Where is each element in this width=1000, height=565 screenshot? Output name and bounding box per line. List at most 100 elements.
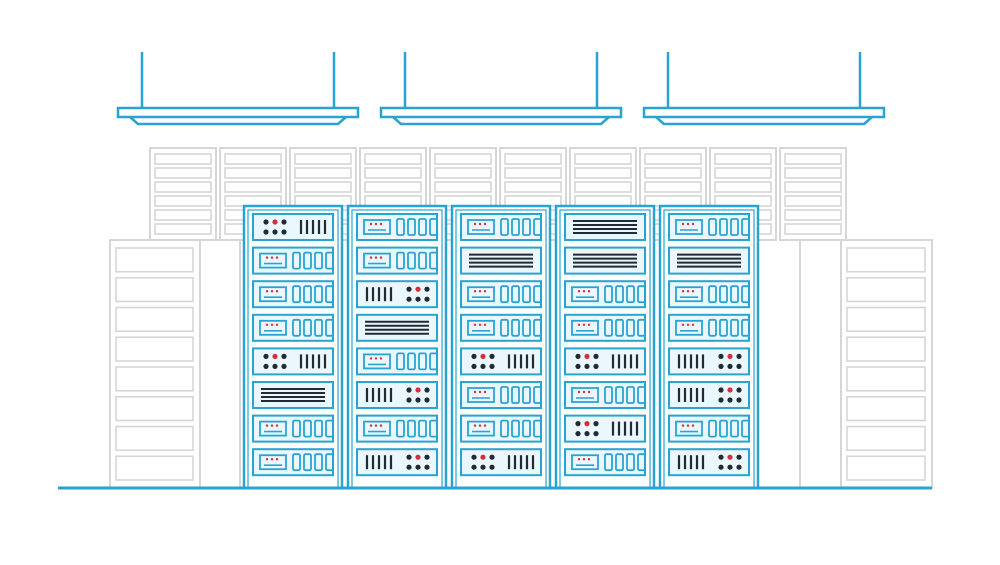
background-rack-unit	[644, 153, 702, 165]
cabinet-unit	[846, 306, 926, 333]
port-led	[727, 387, 733, 393]
status-panel	[467, 286, 495, 303]
server-unit-drives	[668, 280, 750, 309]
server-unit-drives	[668, 414, 750, 443]
server-unit-drives	[460, 414, 542, 443]
drive-bay	[615, 386, 624, 404]
status-panel	[675, 319, 703, 336]
background-rack-unit	[294, 167, 352, 179]
drive-bay	[314, 318, 323, 337]
drive-bay	[303, 251, 312, 270]
server-unit-drives	[356, 213, 438, 241]
port-led	[272, 363, 278, 369]
drive-bay	[604, 285, 613, 304]
port-led	[406, 387, 412, 393]
drive-bay	[533, 386, 542, 404]
server-unit-drives	[252, 313, 334, 342]
status-led	[374, 256, 378, 259]
drive-bay	[615, 318, 624, 337]
status-led	[681, 323, 685, 326]
server-unit-bars	[668, 347, 750, 376]
background-rack-frame	[149, 147, 217, 241]
status-panel	[363, 252, 391, 269]
drive-bay	[719, 419, 728, 438]
port-led	[584, 363, 590, 369]
light-fixture	[379, 106, 623, 119]
port-led	[424, 387, 430, 393]
drive-bay	[626, 386, 635, 404]
port-led	[424, 397, 430, 403]
drive-bay	[429, 251, 438, 270]
status-led	[478, 323, 482, 326]
drive-bay	[429, 419, 438, 438]
port-led	[727, 397, 733, 403]
status-led	[478, 290, 482, 293]
server-unit-vent	[564, 246, 646, 275]
drive-bay	[292, 251, 301, 270]
port-led	[471, 464, 477, 470]
background-rack-unit	[154, 153, 212, 165]
status-panel	[675, 286, 703, 303]
server-unit-bars	[668, 381, 750, 409]
server-unit-drives	[460, 280, 542, 309]
port-led	[736, 454, 742, 460]
status-panel	[363, 353, 391, 370]
port-led	[471, 454, 477, 460]
drive-bay	[730, 285, 739, 304]
port-led	[415, 387, 421, 393]
status-led	[374, 424, 378, 427]
server-unit-drives	[564, 381, 646, 409]
background-rack-unit	[294, 181, 352, 193]
status-led	[587, 390, 591, 394]
server-unit-frame	[356, 313, 438, 342]
drive-bay	[637, 285, 646, 304]
drive-bay	[500, 419, 509, 438]
drive-bay	[637, 386, 646, 404]
status-led	[577, 323, 581, 326]
server-rack	[658, 204, 760, 490]
server-unit-bars	[356, 381, 438, 409]
background-rack-unit	[154, 181, 212, 193]
port-led	[406, 296, 412, 302]
status-led	[369, 357, 373, 360]
port-led	[281, 353, 287, 359]
server-unit-bars	[668, 448, 750, 477]
port-led	[489, 454, 495, 460]
background-rack-unit	[784, 167, 842, 179]
drive-bay	[407, 218, 416, 236]
port-led	[263, 353, 269, 359]
server-unit-drives	[564, 313, 646, 342]
port-led	[471, 363, 477, 369]
port-led	[263, 229, 269, 235]
drive-bay	[511, 218, 520, 236]
status-panel	[467, 219, 495, 235]
drive-bay	[325, 419, 334, 438]
drive-bay	[708, 419, 717, 438]
drive-bay	[396, 419, 405, 438]
drive-bay	[708, 218, 717, 236]
server-unit-frame	[356, 381, 438, 409]
server-unit-frame	[564, 414, 646, 443]
server-unit-frame	[356, 448, 438, 477]
status-panel	[467, 387, 495, 403]
background-rack	[149, 147, 217, 241]
ceiling-lights	[116, 52, 886, 126]
drive-bay	[637, 318, 646, 337]
status-led	[587, 290, 591, 293]
light-diffuser	[129, 116, 347, 126]
status-led	[483, 222, 487, 226]
drive-bay	[719, 218, 728, 236]
server-unit-frame	[564, 246, 646, 275]
server-unit-ports	[252, 347, 334, 376]
port-led	[424, 454, 430, 460]
cabinet-unit	[115, 455, 194, 481]
background-rack	[779, 147, 847, 241]
port-led	[281, 229, 287, 235]
port-led	[415, 286, 421, 292]
server-unit-vent	[252, 381, 334, 409]
ceiling-light	[379, 52, 623, 126]
status-led	[473, 424, 477, 427]
status-led	[577, 290, 581, 293]
status-led	[577, 390, 581, 394]
